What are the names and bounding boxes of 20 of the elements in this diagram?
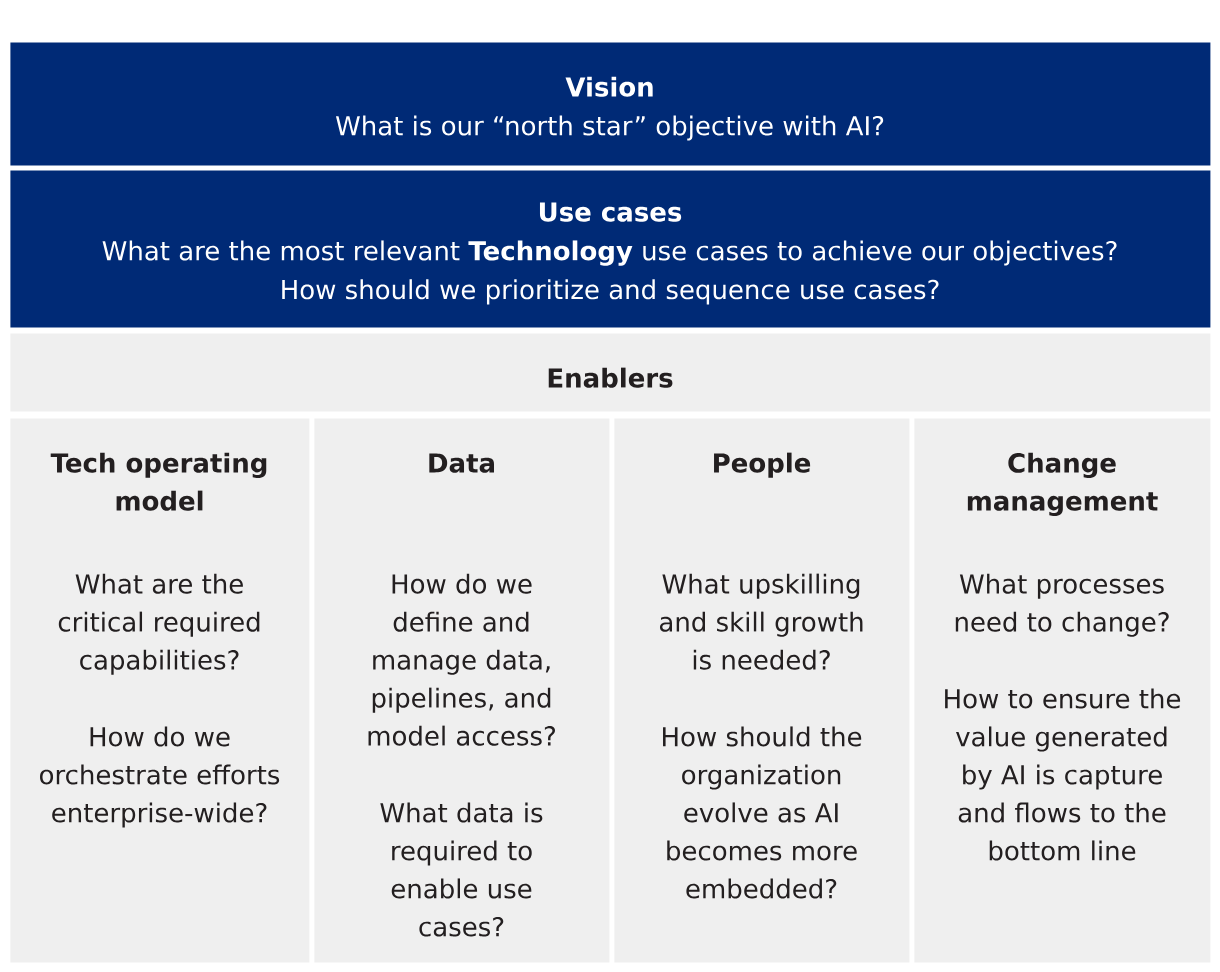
vision-band: [10, 42, 1211, 166]
question-text: How do we define and manage data, pipelines, and model access?: [368, 573, 555, 746]
question-text: What is our “north star” objective with AI?: [335, 115, 884, 141]
use-cases-band: [10, 170, 1211, 328]
question-text: What are the critical required capabilities?: [58, 573, 260, 675]
question-text: How to ensure the value generated by AI is capture and flows to the bottom line: [945, 688, 1181, 861]
question-text: What data is required to enable use cases?: [380, 802, 543, 937]
question-text: What processes need to change?: [955, 573, 1169, 637]
band-heading: Vision: [565, 76, 653, 97]
column-heading: People: [714, 452, 811, 478]
band-heading: Enablers: [548, 367, 673, 388]
question-text: How should the organization evolve as AI becomes more embedded?: [663, 726, 862, 899]
question-text: How do we orchestrate efforts enterprise-wide?: [40, 726, 280, 828]
question-text: What are the most relevant Technology use cases to achieve our objectives?: [102, 240, 1117, 266]
question-text: What upskilling and skill growth is needed?: [660, 573, 863, 670]
column-heading: Tech operating model: [50, 452, 267, 511]
column-heading: Change management: [967, 452, 1158, 516]
column-heading: Data: [429, 453, 494, 473]
question-text: How should we prioritize and sequence use cases?: [282, 279, 939, 305]
band-heading: Use cases: [540, 202, 682, 222]
